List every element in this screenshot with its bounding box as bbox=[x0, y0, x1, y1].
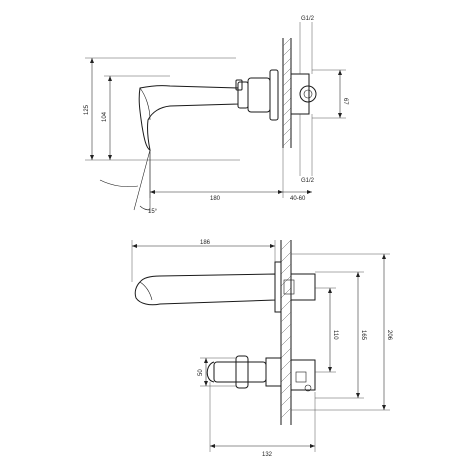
height-total-label: 125 bbox=[84, 104, 90, 115]
wall-plate bbox=[269, 69, 279, 121]
valve-lower-dot bbox=[304, 384, 312, 392]
body-length-label: 132 bbox=[262, 452, 273, 458]
angle-label: 15° bbox=[148, 209, 158, 215]
handle-knob-top bbox=[235, 355, 249, 389]
side-view: G1/2 G1/2 67 125 104 180 bbox=[84, 16, 348, 215]
spout-tip bbox=[139, 87, 151, 121]
wall-hatch-bottom bbox=[280, 239, 292, 425]
handle-knob bbox=[235, 79, 243, 91]
valve-block-top bbox=[290, 273, 316, 301]
handle-offset-label: 50 bbox=[198, 369, 204, 376]
spout-top-outline bbox=[134, 273, 276, 306]
valve-connector-inner bbox=[303, 89, 313, 99]
spout-sweep-curve bbox=[99, 179, 139, 188]
length-spout-label: 180 bbox=[210, 196, 221, 202]
valve-cartridge-lower bbox=[295, 371, 307, 383]
thread-bottom-label: G1/2 bbox=[301, 178, 315, 184]
wall-range-label: 40-60 bbox=[290, 196, 306, 202]
top-view: 186 206 165 110 50 132 bbox=[131, 239, 392, 458]
height-total-top-label: 206 bbox=[386, 330, 392, 341]
spout-outline bbox=[138, 85, 239, 151]
wall-hatch-top bbox=[282, 37, 292, 148]
valve-cartridge bbox=[283, 279, 295, 295]
spout-top-inner bbox=[139, 281, 153, 301]
thread-top-label: G1/2 bbox=[301, 16, 315, 22]
handle-tip-top bbox=[206, 361, 215, 383]
spout-length-label: 186 bbox=[200, 240, 211, 246]
handle-rosette-top bbox=[265, 357, 282, 387]
diameter-label: 67 bbox=[342, 98, 348, 105]
height-mid-label: 165 bbox=[360, 330, 366, 341]
spout-escutcheon-top bbox=[274, 261, 282, 313]
height-spout-label: 104 bbox=[102, 111, 108, 122]
valve-connector bbox=[299, 85, 317, 103]
handle-collar bbox=[247, 77, 271, 113]
height-inner-label: 110 bbox=[332, 330, 338, 340]
escutcheon bbox=[237, 81, 249, 109]
handle-lever-top bbox=[213, 361, 267, 383]
valve-block-lower bbox=[290, 359, 316, 391]
